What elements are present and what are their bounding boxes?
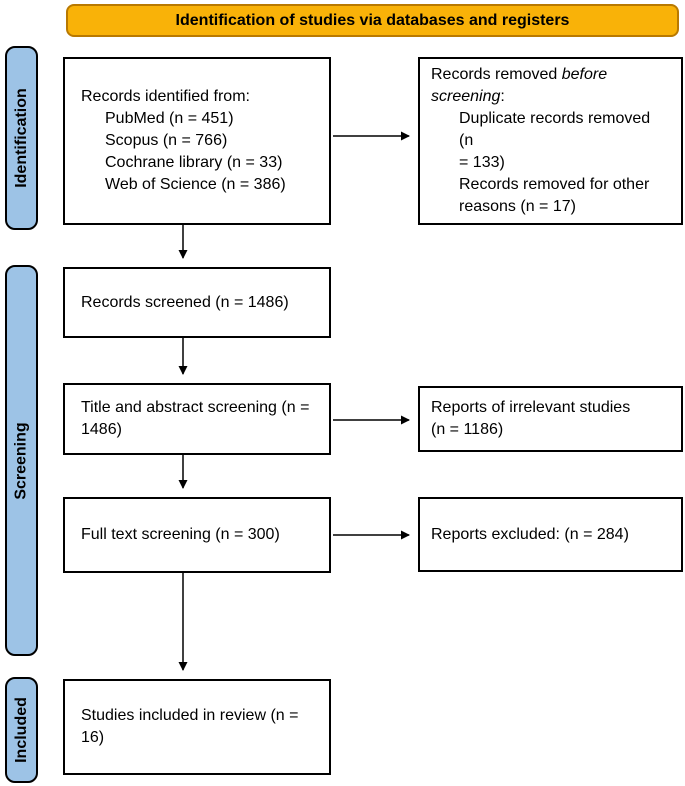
source-pubmed: PubMed (n = 451) bbox=[105, 110, 234, 127]
removed-duplicates-line2: = 133) bbox=[459, 154, 505, 171]
sidebar-included: Included bbox=[5, 677, 38, 783]
source-cochrane: Cochrane library (n = 33) bbox=[105, 154, 283, 171]
box-records-identified: Records identified from: PubMed (n = 451… bbox=[63, 57, 331, 225]
sidebar-identification: Identification bbox=[5, 46, 38, 230]
records-removed-heading-line2: screening: bbox=[431, 88, 505, 105]
sidebar-included-label: Included bbox=[12, 697, 30, 763]
sidebar-screening: Screening bbox=[5, 265, 38, 656]
box-records-screened: Records screened (n = 1486) bbox=[63, 267, 331, 338]
removed-duplicates-line1: Duplicate records removed (n bbox=[459, 110, 651, 149]
banner-title: Identification of studies via databases … bbox=[175, 11, 570, 29]
irrelevant-line2: (n = 1186) bbox=[431, 421, 504, 438]
removed-other-line1: Records removed for other bbox=[459, 176, 650, 193]
box-records-removed: Records removed before screening: Duplic… bbox=[418, 57, 683, 225]
included-line2: 16) bbox=[81, 729, 105, 746]
box-reports-excluded: Reports excluded: (n = 284) bbox=[418, 497, 683, 572]
records-screened-label: Records screened (n = 1486) bbox=[81, 293, 289, 311]
box-reports-irrelevant: Reports of irrelevant studies (n = 1186) bbox=[418, 386, 683, 452]
box-title-abstract-screening: Title and abstract screening (n = 1486) bbox=[63, 383, 331, 455]
box-studies-included: Studies included in review (n = 16) bbox=[63, 679, 331, 775]
excluded-label: Reports excluded: (n = 284) bbox=[431, 525, 629, 543]
source-web-of-science: Web of Science (n = 386) bbox=[105, 176, 286, 193]
banner: Identification of studies via databases … bbox=[66, 4, 679, 37]
source-scopus: Scopus (n = 766) bbox=[105, 132, 228, 149]
records-removed-heading-line1: Records removed before bbox=[431, 66, 608, 83]
sidebar-identification-label: Identification bbox=[12, 88, 30, 188]
title-abstract-line2: 1486) bbox=[81, 421, 122, 438]
included-line1: Studies included in review (n = bbox=[81, 707, 299, 724]
sidebar-screening-label: Screening bbox=[12, 421, 30, 500]
box-full-text-screening: Full text screening (n = 300) bbox=[63, 497, 331, 573]
removed-other-line2: reasons (n = 17) bbox=[459, 198, 576, 215]
irrelevant-line1: Reports of irrelevant studies bbox=[431, 399, 631, 416]
full-text-label: Full text screening (n = 300) bbox=[81, 526, 280, 543]
title-abstract-line1: Title and abstract screening (n = bbox=[81, 399, 310, 416]
records-identified-heading: Records identified from: bbox=[81, 88, 250, 105]
